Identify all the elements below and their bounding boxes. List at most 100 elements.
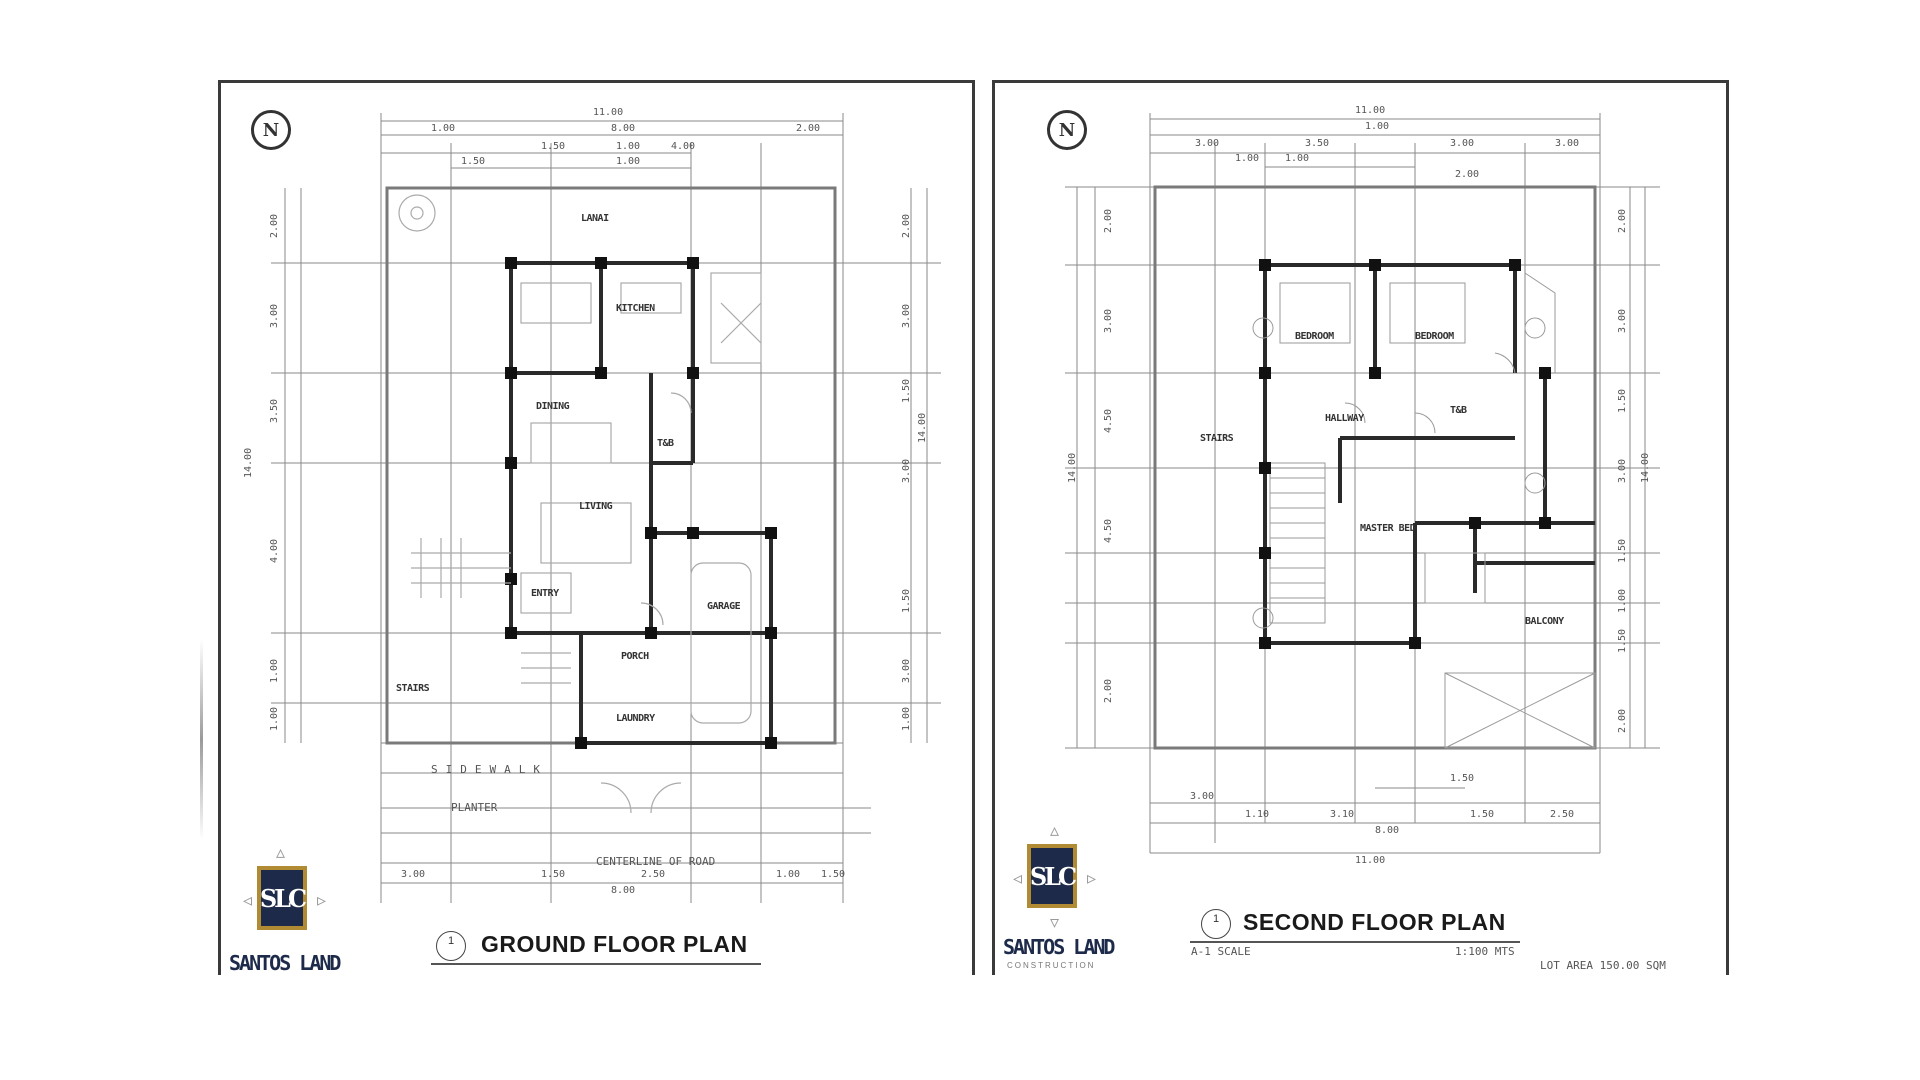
dim-bottom-1: 3.00 [1190, 791, 1215, 802]
dim-right-6: 3.00 [901, 658, 912, 683]
room-label-stairs: STAIRS [1200, 433, 1234, 444]
dim-left-6: 1.00 [269, 706, 280, 731]
dim-right-1: 2.00 [901, 213, 912, 238]
room-label-dining: DINING [536, 401, 570, 412]
dim-right-2: 3.00 [1617, 308, 1628, 333]
dim-bottom-4: 1.50 [1470, 809, 1495, 820]
dim-left-5: 1.00 [269, 658, 280, 683]
dim-bottom-3: 2.50 [641, 869, 666, 880]
room-label-balcony: BALCONY [1525, 616, 1564, 627]
dim-bottom-2: 1.50 [541, 869, 566, 880]
dim-top-4: 1.50 [541, 141, 566, 152]
dim-right-1: 2.00 [1617, 208, 1628, 233]
room-label-bedroom-2: BEDROOM [1415, 331, 1454, 342]
sheet-number-circle: 1 [1201, 909, 1231, 939]
room-label-toilet: T&B [1450, 405, 1467, 416]
dim-bottom-1: 3.00 [401, 869, 426, 880]
room-label-lanai: LANAI [581, 213, 609, 224]
dim-bottom-4: 1.00 [776, 869, 801, 880]
second-floor-sheet: N BEDROOM BEDROOM HALLWAY T&B MASTER BED… [992, 80, 1729, 975]
north-arrow-icon: N [1047, 110, 1087, 150]
sidewalk-note: SIDEWALK [431, 763, 548, 776]
room-label-entry: ENTRY [531, 588, 559, 599]
dim-top-3: 2.00 [796, 123, 821, 134]
dim-right-5: 1.50 [901, 588, 912, 613]
brand-name: SANTOS LAND [229, 951, 341, 975]
dim-bottom-mid: 1.50 [1450, 773, 1475, 784]
dim-top-1: 3.00 [1195, 138, 1220, 149]
north-arrow-icon: N [251, 110, 291, 150]
ground-floor-sheet: N LANAI KITCHEN DINING LIVING T&B GARAGE… [218, 80, 975, 975]
room-label-master: MASTER BED [1360, 523, 1416, 534]
dim-right-7: 1.00 [901, 706, 912, 731]
dim-left-1: 2.00 [1103, 208, 1114, 233]
dim-left-1: 2.00 [269, 213, 280, 238]
dim-top-8: 2.00 [1455, 169, 1480, 180]
dim-left-3: 4.50 [1103, 408, 1114, 433]
dim-right-3: 1.50 [901, 378, 912, 403]
logo-arrow-down-icon: ▿ [1050, 912, 1060, 932]
dim-top-8: 1.00 [616, 156, 641, 167]
planter-note: PLANTER [451, 801, 498, 814]
dim-bottom-2: 1.10 [1245, 809, 1270, 820]
room-label-kitchen: KITCHEN [616, 303, 655, 314]
logo-arrow-right-icon: ▹ [317, 890, 327, 910]
dim-top-6: 4.00 [671, 141, 696, 152]
dim-left-total: 14.00 [243, 447, 254, 478]
brand-name: SANTOS LAND [1003, 935, 1115, 959]
scale-note: A-1 SCALE [1191, 945, 1251, 958]
dim-right-2: 3.00 [901, 303, 912, 328]
dim-bottom-5: 2.50 [1550, 809, 1575, 820]
dim-top-5: 3.00 [1555, 138, 1580, 149]
dim-bottom-total: 8.00 [611, 885, 636, 896]
logo-arrow-up-icon: ▵ [1050, 820, 1060, 840]
ground-floor-title: GROUND FLOOR PLAN [481, 931, 748, 957]
dim-left-3: 3.50 [269, 398, 280, 423]
dim-right-total: 14.00 [917, 412, 928, 443]
dim-bottom-total: 8.00 [1375, 825, 1400, 836]
ground-floor-drawing [271, 113, 941, 903]
scan-edge-shadow [200, 640, 203, 840]
second-floor-drawing [1065, 113, 1660, 854]
company-logo-icon: SLC [1027, 844, 1077, 908]
dim-left-2: 3.00 [1103, 308, 1114, 333]
dim-top-2: 8.00 [611, 123, 636, 134]
room-label-hallway: HALLWAY [1325, 413, 1364, 424]
logo-arrow-left-icon: ◃ [243, 890, 253, 910]
title-underline [431, 963, 761, 965]
dim-top-1: 1.00 [431, 123, 456, 134]
dim-top-5: 1.00 [616, 141, 641, 152]
dim-left-4: 4.00 [269, 538, 280, 563]
dim-top-7: 1.50 [461, 156, 486, 167]
logo-arrow-right-icon: ▹ [1087, 868, 1097, 888]
dim-top-7: 1.00 [1365, 121, 1390, 132]
dim-bottom-3: 3.10 [1330, 809, 1355, 820]
dim-left-total: 14.00 [1067, 452, 1078, 483]
dim-right-3: 1.50 [1617, 388, 1628, 413]
room-label-garage: GARAGE [707, 601, 741, 612]
scale-value: 1:100 MTS [1455, 945, 1515, 958]
dim-top-overall: 11.00 [593, 107, 624, 118]
logo-arrow-up-icon: ▵ [276, 842, 286, 862]
room-label-powder: T&B [657, 438, 674, 449]
dim-bottom-5: 1.50 [821, 869, 846, 880]
dim-top-3: 3.50 [1305, 138, 1330, 149]
dim-right-5: 1.50 [1617, 538, 1628, 563]
dim-right-4: 3.00 [1617, 458, 1628, 483]
dim-right-4: 3.00 [901, 458, 912, 483]
dim-right-total: 14.00 [1640, 452, 1651, 483]
centerline-note: CENTERLINE OF ROAD [596, 855, 716, 868]
dim-top-overall: 11.00 [1355, 105, 1386, 116]
dim-top-4: 3.00 [1450, 138, 1475, 149]
room-label-living: LIVING [579, 501, 613, 512]
room-label-laundry: LAUNDRY [616, 713, 655, 724]
lot-area-note: LOT AREA 150.00 SQM [1540, 959, 1666, 972]
company-logo-icon: SLC [257, 866, 307, 930]
dim-top-6: 1.00 [1285, 153, 1310, 164]
second-floor-title: SECOND FLOOR PLAN [1243, 909, 1506, 935]
dim-top-2: 1.00 [1235, 153, 1260, 164]
dim-right-8: 2.00 [1617, 708, 1628, 733]
dim-left-4: 4.50 [1103, 518, 1114, 543]
room-label-stairs: STAIRS [396, 683, 430, 694]
dim-left-5: 2.00 [1103, 678, 1114, 703]
